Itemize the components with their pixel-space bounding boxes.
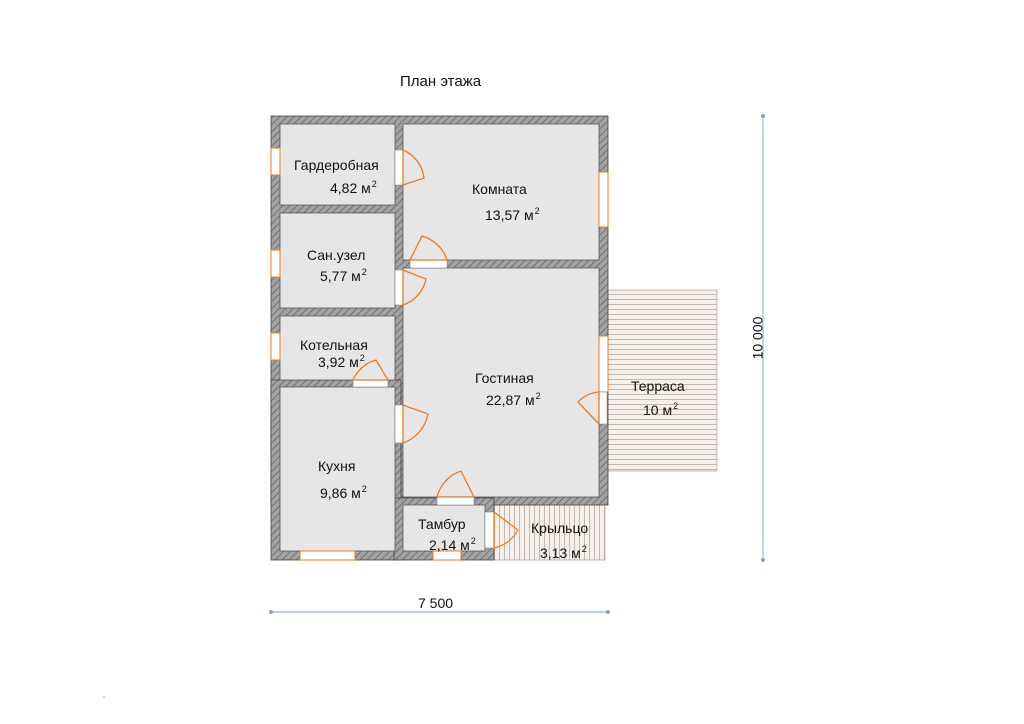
door-opening-terrace xyxy=(598,391,608,425)
room-name: Комната xyxy=(472,181,527,197)
door-opening-porch xyxy=(484,511,495,549)
door-swing-vestibule xyxy=(436,470,475,498)
bathroom-floor xyxy=(279,212,396,309)
window-boiler xyxy=(270,332,281,361)
window-bathroom xyxy=(270,249,281,278)
window-kitchen xyxy=(299,550,356,561)
kitchen-name: Кухня xyxy=(318,458,356,474)
door-opening-wardrobe xyxy=(394,149,404,186)
window-living xyxy=(598,335,609,393)
door-swing-room xyxy=(409,235,448,261)
room-floor xyxy=(402,123,600,261)
living-name: Гостиная xyxy=(475,370,534,386)
door-swing-wardrobe xyxy=(402,149,425,186)
door-opening-kitchen xyxy=(394,404,404,444)
door-opening-bathroom xyxy=(394,269,404,306)
width-dimension-label: 7 500 xyxy=(418,595,454,611)
door-swing-boiler xyxy=(352,359,389,381)
bathroom-area: 5,77 м2 xyxy=(320,267,367,284)
window-vestibule xyxy=(432,550,462,561)
dot-mark xyxy=(103,696,105,698)
door-swing-terrace xyxy=(577,391,600,425)
boiler-area: 3,92 м2 xyxy=(318,353,365,370)
height-dimension-label: 10 000 xyxy=(749,316,766,360)
vestibule-floor xyxy=(402,504,486,552)
terrace-deck xyxy=(604,289,718,472)
vestibule-area: 2,14 м2 xyxy=(429,536,476,553)
window-wardrobe xyxy=(270,147,281,176)
boiler-name: Котельная xyxy=(300,337,368,353)
porch-area: 3,13 м2 xyxy=(540,544,587,561)
door-swing-kitchen xyxy=(402,404,429,444)
porch-name: Крыльцо xyxy=(531,520,589,536)
terrace-name: Терраса xyxy=(631,378,685,394)
wardrobe-floor xyxy=(279,123,396,206)
porch-deck xyxy=(493,504,606,561)
door-opening-room xyxy=(409,259,448,269)
kitchen-floor xyxy=(279,386,396,552)
window-room xyxy=(598,171,609,228)
wardrobe-area: 4,82 м2 xyxy=(330,179,377,196)
room-area: 13,57 м2 xyxy=(485,206,540,223)
wardrobe-name: Гардеробная xyxy=(294,157,379,173)
bathroom-name: Сан.узел xyxy=(307,247,366,263)
living-area: 22,87 м2 xyxy=(486,391,541,408)
door-opening-boiler xyxy=(352,379,389,388)
kitchen-area: 9,86 м2 xyxy=(320,484,367,501)
terrace-area: 10 м2 xyxy=(643,401,679,418)
plan-title: План этажа xyxy=(400,73,482,90)
door-swing-bathroom xyxy=(402,269,427,306)
door-swing-porch xyxy=(493,511,519,549)
door-opening-vestibule xyxy=(436,496,475,506)
vestibule-name: Тамбур xyxy=(418,516,466,532)
living-floor xyxy=(402,267,600,498)
